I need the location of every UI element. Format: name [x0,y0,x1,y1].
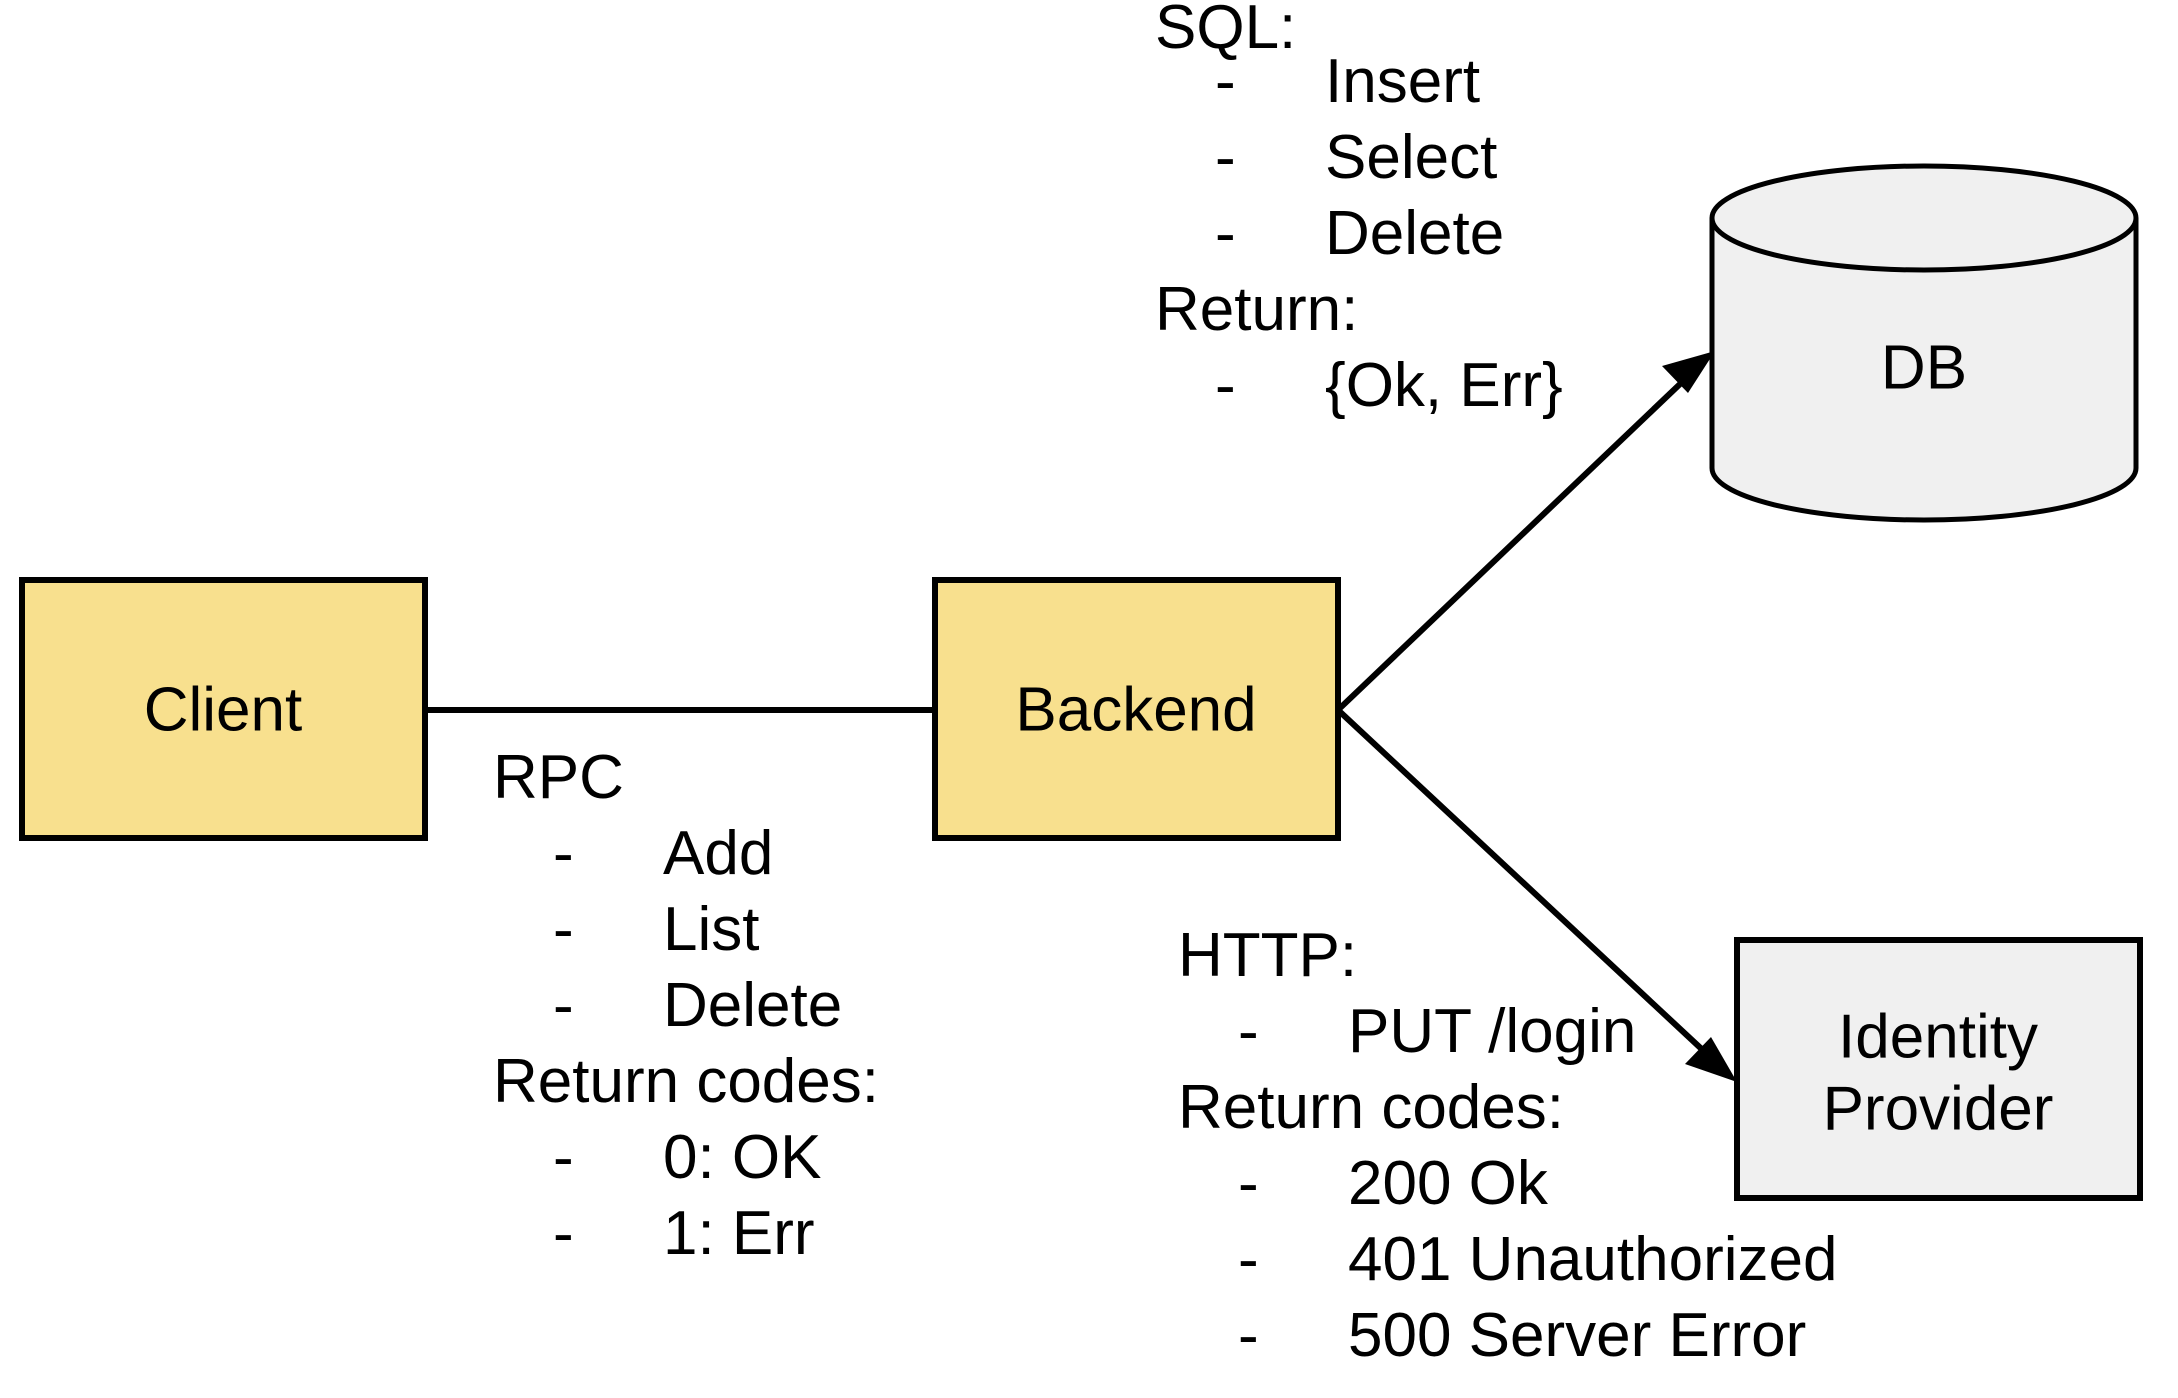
backend-label: Backend [1015,675,1256,744]
db-cylinder-top-edge [1709,163,2139,273]
db-label: DB [1881,333,1967,402]
sql-annotation-line-3: Delete [1325,199,1504,268]
client-box[interactable] [19,577,428,841]
rpc-annotation-line-0: RPC [493,743,624,812]
annotation-sql: SQL: - Insert - Select - Delete Return: … [1155,0,1563,420]
rpc-annotation-line-2: List [663,895,759,964]
http-annotation-line-4: 401 Unauthorized [1348,1225,1837,1294]
backend-box[interactable] [932,577,1341,841]
annotation-rpc: RPC - Add - List - Delete Return codes: … [493,743,879,1268]
db-cylinder-top-fill [1712,166,2136,270]
http-annotation-dash-5: - [1238,1301,1259,1370]
rpc-annotation-line-6: 1: Err [663,1199,815,1268]
arrowhead-icon [1662,351,1715,393]
sql-annotation-line-4: Return: [1155,275,1358,344]
sql-annotation-line-1: Insert [1325,47,1480,116]
node-backend[interactable]: Backend [932,577,1341,841]
rpc-annotation-line-4: Return codes: [493,1047,879,1116]
sql-annotation-line-0: SQL: [1155,0,1296,62]
http-annotation-dash-3: - [1238,1149,1259,1218]
edge-backend-to-idp [1335,707,1737,1082]
arrowhead-icon [1685,1037,1737,1082]
http-annotation-line-2: Return codes: [1178,1073,1564,1142]
identity-provider-label-line2: Provider [1823,1074,2054,1143]
db-cylinder-outline [1709,218,2139,523]
identity-provider-label-line1: Identity [1838,1002,2038,1071]
rpc-annotation-dash-6: - [553,1199,574,1268]
sql-annotation-line-5: {Ok, Err} [1325,351,1563,420]
sql-annotation-dash-1: - [1215,47,1236,116]
identity-provider-box[interactable] [1734,937,2143,1201]
http-annotation-line-3: 200 Ok [1348,1149,1549,1218]
sql-annotation-line-2: Select [1325,123,1497,192]
sql-annotation-dash-2: - [1215,123,1236,192]
sql-annotation-dash-5: - [1215,351,1236,420]
rpc-annotation-dash-1: - [553,819,574,888]
rpc-annotation-dash-3: - [553,971,574,1040]
node-db[interactable]: DB [1709,163,2139,523]
http-annotation-line-5: 500 Server Error [1348,1301,1806,1370]
http-annotation-dash-1: - [1238,997,1259,1066]
node-identity-provider[interactable]: Identity Provider [1734,937,2143,1201]
rpc-annotation-line-5: 0: OK [663,1123,822,1192]
node-client[interactable]: Client [19,577,428,841]
http-annotation-line-1: PUT /login [1348,997,1636,1066]
edge-backend-to-db [1335,351,1715,713]
client-label: Client [144,675,303,744]
edge-line [1335,707,1725,1071]
db-cylinder-body[interactable] [1712,218,2136,520]
rpc-annotation-dash-2: - [553,895,574,964]
edge-line [1335,362,1703,713]
sql-annotation-dash-3: - [1215,199,1236,268]
annotation-http: HTTP: - PUT /login Return codes: - 200 O… [1178,921,1837,1370]
rpc-annotation-line-3: Delete [663,971,842,1040]
rpc-annotation-line-1: Add [663,819,773,888]
rpc-annotation-dash-5: - [553,1123,574,1192]
http-annotation-line-0: HTTP: [1178,921,1357,990]
http-annotation-dash-4: - [1238,1225,1259,1294]
